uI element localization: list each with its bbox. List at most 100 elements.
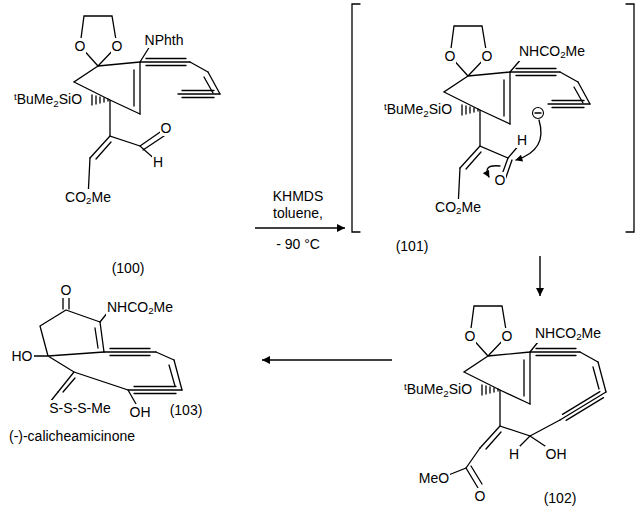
atom-label: H <box>508 446 520 463</box>
text-run: O <box>465 328 476 344</box>
atom-label: tBuMe2SiO <box>13 91 83 110</box>
atom-label: tBuMe2SiO <box>403 381 473 400</box>
text-run: O <box>112 38 123 54</box>
atom-label: O <box>111 38 124 55</box>
text-run: NHCO <box>519 43 560 59</box>
compound-structure: OONPhthtBuMe2SiOOHCO2Me(100) <box>0 0 255 280</box>
atom-label: O <box>501 328 514 345</box>
skeleton-product <box>30 297 182 404</box>
compound-number: (101) <box>395 238 430 255</box>
skeleton-cyclized <box>446 306 606 488</box>
text-run: Me <box>92 189 111 205</box>
atom-label: MeO <box>418 470 450 487</box>
condition-label: - 90 °C <box>275 236 321 253</box>
atom-label: NPhth <box>144 32 185 49</box>
compound-structure: OONHCO2MetBuMe2SiOHOCO2Me(101) <box>345 0 642 256</box>
charge-symbol <box>533 108 544 119</box>
reagent-label: toluene, <box>272 205 324 222</box>
atom-label: O <box>464 328 477 345</box>
text-run: BuMe <box>387 102 424 118</box>
text-run: 2 <box>443 388 448 399</box>
atom-label: S-S-S-Me <box>48 400 111 417</box>
text-run: O <box>445 48 456 64</box>
text-run: BuMe <box>17 92 54 108</box>
text-run: Me <box>462 199 481 215</box>
atom-label: O <box>60 282 73 299</box>
atom-label: NHCO2Me <box>534 325 602 344</box>
text-run: O <box>75 38 86 54</box>
text-run: H <box>153 154 163 170</box>
compound-number: (103) <box>169 402 204 419</box>
atom-label: O <box>494 172 507 189</box>
text-run: MeO <box>419 470 449 486</box>
text-run: Me <box>582 325 601 341</box>
text-run: 2 <box>53 98 58 109</box>
text-run: O <box>482 48 493 64</box>
atom-label: tBuMe2SiO <box>383 101 453 120</box>
text-run: O <box>161 120 172 136</box>
atom-label: HO <box>11 348 34 365</box>
atom-label: O <box>444 48 457 65</box>
text-run: t <box>404 381 407 392</box>
text-run: BuMe <box>407 382 444 398</box>
atom-label: CO2Me <box>64 189 112 208</box>
atom-label: O <box>481 48 494 65</box>
text-run: SiO <box>429 102 452 118</box>
text-run: 2 <box>423 108 428 119</box>
text-run: 2 <box>576 331 581 342</box>
skeleton-intermediate <box>352 4 634 232</box>
text-run: - 90 °C <box>276 236 320 252</box>
text-run: KHMDS <box>273 188 324 204</box>
text-run: toluene, <box>273 205 323 221</box>
text-run: t <box>14 91 17 102</box>
text-run: SiO <box>59 92 82 108</box>
reaction-arrow <box>255 227 345 228</box>
text-run: (100) <box>112 260 145 276</box>
text-run: t <box>384 101 387 112</box>
text-run: (102) <box>544 490 577 506</box>
text-run: SiO <box>449 382 472 398</box>
text-run: 2 <box>148 305 153 316</box>
text-run: O <box>475 488 486 504</box>
text-run: O <box>495 172 506 188</box>
atom-label: O <box>474 488 487 505</box>
atom-label: NHCO2Me <box>106 299 174 318</box>
compound-structure: OONHCO2MetBuMe2SiOHOHMeOO(102) <box>392 296 642 510</box>
atom-label: H <box>516 132 528 149</box>
curved-arrow <box>516 120 541 160</box>
bracket <box>352 4 360 232</box>
reaction-arrow <box>539 256 540 296</box>
text-run: 2 <box>456 205 461 216</box>
atom-label: OH <box>129 404 152 421</box>
atom-label: H <box>152 154 164 171</box>
atom-label: O <box>160 120 173 137</box>
text-run: H <box>517 132 527 148</box>
text-run: NHCO <box>107 299 148 315</box>
text-run: (103) <box>170 402 203 418</box>
text-run: 2 <box>86 195 91 206</box>
reagent-label: KHMDS <box>272 188 325 205</box>
text-run: CO <box>435 199 456 215</box>
text-run: (101) <box>396 238 429 254</box>
text-run: S-S-S-Me <box>49 400 110 416</box>
atom-label: CO2Me <box>434 199 482 218</box>
text-run: OH <box>546 446 567 462</box>
text-run: HO <box>12 348 33 364</box>
bracket <box>626 4 634 232</box>
text-run: Me <box>154 299 173 315</box>
compound-structure: O NHCO2MeHO OH S-S-S-Me (103) <box>0 280 262 426</box>
text-run: OH <box>130 404 151 420</box>
text-run: Me <box>566 43 585 59</box>
compound-number: (100) <box>111 260 146 277</box>
compound-name: (-)-calicheamicinone <box>8 428 136 445</box>
text-run: O <box>502 328 513 344</box>
skeleton-start <box>74 16 220 198</box>
atom-label: NHCO2Me <box>518 43 586 62</box>
text-run: NPhth <box>145 32 184 48</box>
text-run: NHCO <box>535 325 576 341</box>
atom-label: O <box>74 38 87 55</box>
atom-label: OH <box>545 446 568 463</box>
text-run: (-)-calicheamicinone <box>9 428 135 444</box>
text-run: H <box>509 446 519 462</box>
